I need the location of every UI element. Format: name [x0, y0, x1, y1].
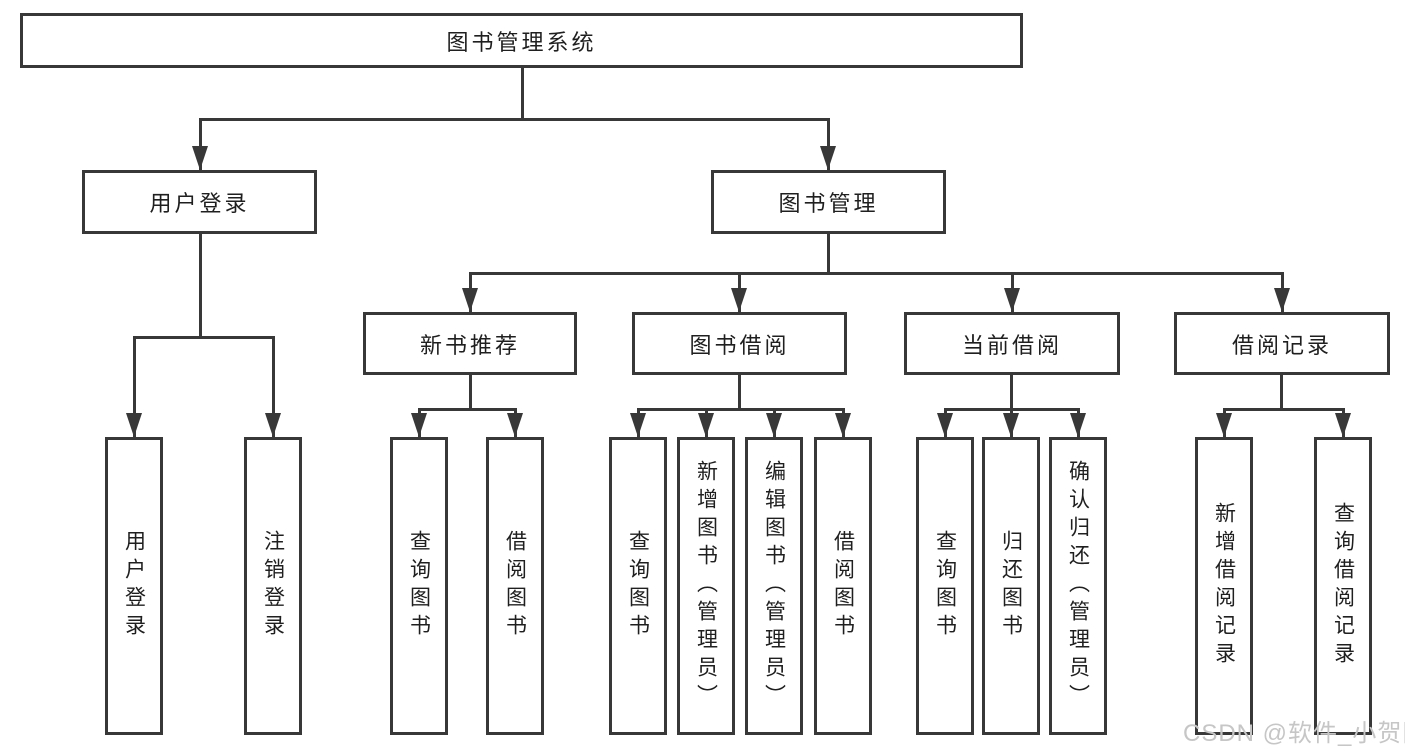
- arrow-down-icon: [1070, 413, 1086, 437]
- leaf-borrow-books-1-label: 借阅图书: [503, 530, 527, 642]
- arrow-down-icon: [766, 413, 782, 437]
- arrow-down-icon: [1003, 413, 1019, 437]
- arrow-down-icon: [1004, 288, 1020, 312]
- leaf-query-books-1-label: 查询图书: [407, 530, 431, 642]
- leaf-logout: 注销登录: [244, 437, 302, 735]
- node-book-borrow-label: 图书借阅: [689, 332, 790, 358]
- arrow-down-icon: [937, 413, 953, 437]
- arrow-down-icon: [731, 288, 747, 312]
- node-current-borrow: 当前借阅: [904, 312, 1120, 375]
- leaf-borrow-books-1: 借阅图书: [486, 437, 544, 735]
- leaf-borrow-books-2-label: 借阅图书: [831, 530, 855, 642]
- node-borrow-records-label: 借阅记录: [1231, 332, 1332, 358]
- node-new-books-label: 新书推荐: [419, 332, 520, 358]
- node-book-borrow: 图书借阅: [632, 312, 847, 375]
- connector-root-stem: [521, 68, 524, 118]
- node-borrow-records: 借阅记录: [1174, 312, 1390, 375]
- node-user-login-label: 用户登录: [149, 191, 250, 216]
- node-book-mgmt-label: 图书管理: [778, 191, 879, 216]
- connector-book-mgmt-stem: [827, 233, 830, 272]
- arrow-down-icon: [1335, 413, 1351, 437]
- connector-root-to-user-login: [199, 118, 202, 170]
- arrow-down-icon: [126, 413, 142, 437]
- arrow-down-icon: [835, 413, 851, 437]
- connector-borrow-records-stem: [1280, 375, 1283, 408]
- connector-user-login-child-1: [133, 336, 136, 437]
- leaf-add-books-admin: 新增图书（管理员）: [677, 437, 735, 735]
- arrow-down-icon: [698, 413, 714, 437]
- leaf-confirm-return-admin-label: 确认归还（管理员）: [1066, 460, 1090, 712]
- connector-root-rail: [199, 118, 830, 121]
- arrow-down-icon: [630, 413, 646, 437]
- connector-book-borrow-stem: [738, 375, 741, 408]
- leaf-query-books-3-label: 查询图书: [933, 530, 957, 642]
- leaf-edit-books-admin-label: 编辑图书（管理员）: [762, 460, 786, 712]
- arrow-down-icon: [411, 413, 427, 437]
- leaf-user-login-label: 用户登录: [122, 530, 146, 642]
- leaf-add-borrow-record-label: 新增借阅记录: [1212, 502, 1236, 670]
- connector-book-borrow-rail: [637, 408, 844, 411]
- leaf-edit-books-admin: 编辑图书（管理员）: [745, 437, 803, 735]
- leaf-query-books-1: 查询图书: [390, 437, 448, 735]
- connector-borrow-records-rail: [1223, 408, 1344, 411]
- connector-user-login-rail: [133, 336, 275, 339]
- arrow-down-icon: [192, 146, 208, 170]
- leaf-add-books-admin-label: 新增图书（管理员）: [694, 460, 718, 712]
- node-user-login: 用户登录: [82, 170, 317, 234]
- arrow-down-icon: [820, 146, 836, 170]
- leaf-confirm-return-admin: 确认归还（管理员）: [1049, 437, 1107, 735]
- leaf-return-books-label: 归还图书: [999, 530, 1023, 642]
- leaf-query-books-3: 查询图书: [916, 437, 974, 735]
- leaf-query-borrow-record-label: 查询借阅记录: [1331, 502, 1355, 670]
- arrow-down-icon: [265, 413, 281, 437]
- leaf-logout-label: 注销登录: [261, 530, 285, 642]
- arrow-down-icon: [462, 288, 478, 312]
- watermark: CSDN @软件_小贺同学: [1183, 720, 1405, 747]
- node-book-mgmt: 图书管理: [711, 170, 946, 234]
- connector-user-login-stem: [199, 233, 202, 336]
- connector-new-books-stem: [469, 375, 472, 408]
- connector-root-to-book-mgmt: [827, 118, 830, 170]
- arrow-down-icon: [507, 413, 523, 437]
- connector-current-borrow-stem: [1010, 375, 1013, 408]
- connector-new-books-rail: [418, 408, 517, 411]
- leaf-query-borrow-record: 查询借阅记录: [1314, 437, 1372, 735]
- leaf-return-books: 归还图书: [982, 437, 1040, 735]
- arrow-down-icon: [1216, 413, 1232, 437]
- arrow-down-icon: [1274, 288, 1290, 312]
- node-root: 图书管理系统: [20, 13, 1023, 68]
- leaf-query-books-2: 查询图书: [609, 437, 667, 735]
- node-root-label: 图书管理系统: [446, 29, 597, 55]
- connector-book-mgmt-rail: [469, 272, 1283, 275]
- leaf-user-login: 用户登录: [105, 437, 163, 735]
- leaf-borrow-books-2: 借阅图书: [814, 437, 872, 735]
- leaf-query-books-2-label: 查询图书: [626, 530, 650, 642]
- connector-user-login-child-2: [272, 336, 275, 437]
- leaf-add-borrow-record: 新增借阅记录: [1195, 437, 1253, 735]
- node-current-borrow-label: 当前借阅: [961, 332, 1062, 358]
- node-new-books: 新书推荐: [363, 312, 577, 375]
